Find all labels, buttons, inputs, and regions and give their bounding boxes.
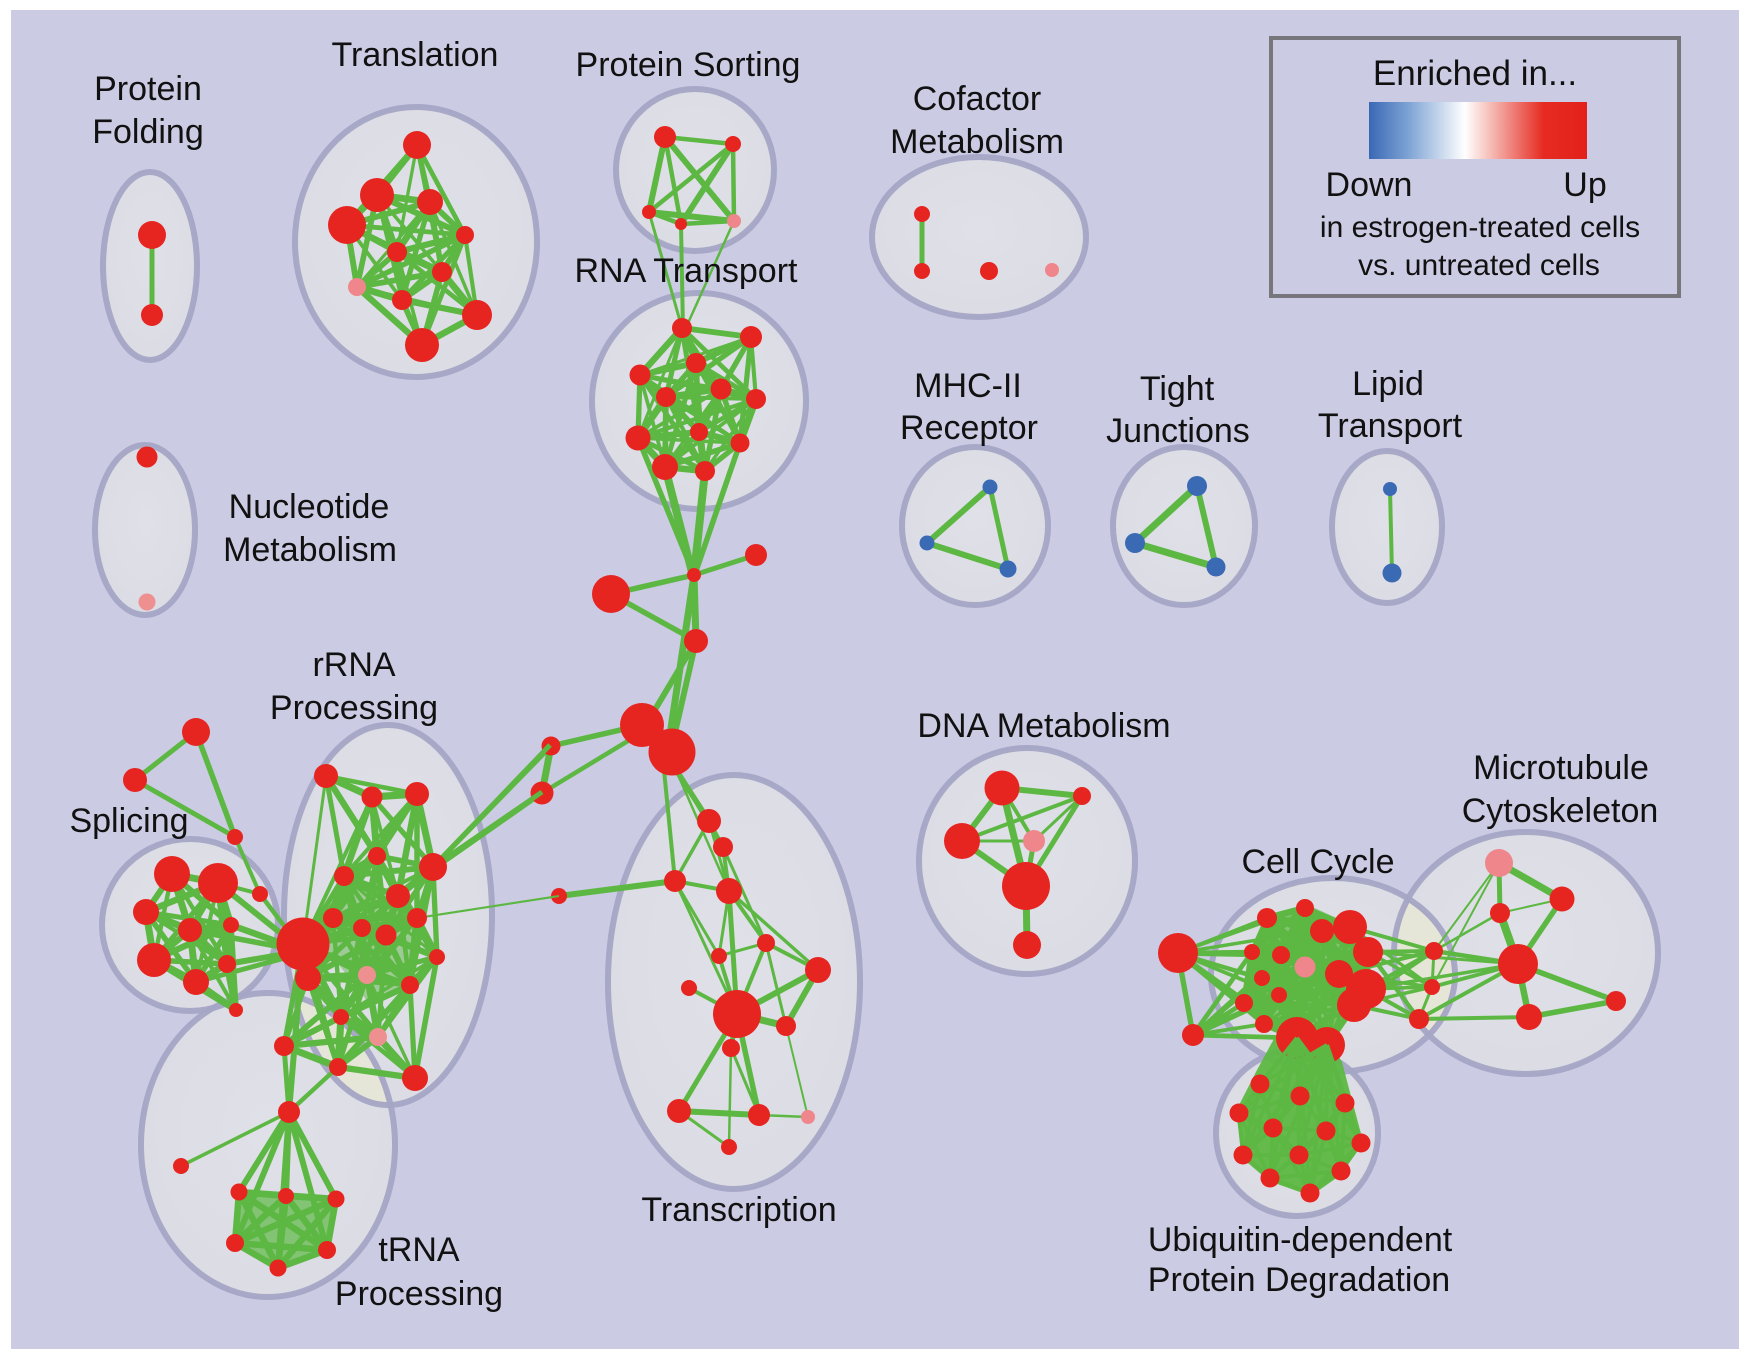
svg-text:RNA Transport: RNA Transport: [575, 252, 799, 290]
svg-text:Cell Cycle: Cell Cycle: [1241, 843, 1394, 881]
svg-text:Processing: Processing: [270, 689, 438, 727]
svg-text:Enriched in...: Enriched in...: [1373, 54, 1577, 93]
svg-text:Transcription: Transcription: [641, 1191, 836, 1229]
svg-text:Processing: Processing: [335, 1275, 503, 1313]
svg-text:Lipid: Lipid: [1352, 365, 1424, 403]
svg-text:DNA Metabolism: DNA Metabolism: [917, 707, 1170, 745]
svg-text:MHC-II: MHC-II: [914, 367, 1022, 405]
svg-text:Tight: Tight: [1140, 370, 1215, 408]
svg-text:Transport: Transport: [1318, 407, 1463, 445]
svg-text:Translation: Translation: [332, 36, 499, 74]
svg-text:Ubiquitin-dependent: Ubiquitin-dependent: [1148, 1221, 1453, 1259]
svg-text:rRNA: rRNA: [312, 646, 395, 684]
svg-text:in estrogen-treated cells: in estrogen-treated cells: [1320, 211, 1640, 244]
svg-text:Junctions: Junctions: [1106, 412, 1250, 450]
svg-text:Protein: Protein: [94, 70, 202, 108]
svg-text:Receptor: Receptor: [900, 409, 1038, 447]
svg-text:Splicing: Splicing: [69, 802, 188, 840]
svg-text:Down: Down: [1326, 166, 1413, 204]
svg-text:tRNA: tRNA: [378, 1231, 460, 1269]
svg-text:Folding: Folding: [92, 113, 204, 151]
svg-text:Microtubule: Microtubule: [1473, 749, 1649, 787]
svg-text:Protein Degradation: Protein Degradation: [1148, 1261, 1450, 1299]
svg-text:Protein Sorting: Protein Sorting: [576, 46, 801, 84]
svg-text:Metabolism: Metabolism: [890, 123, 1064, 161]
svg-text:Up: Up: [1563, 166, 1606, 204]
svg-text:Cofactor: Cofactor: [913, 80, 1042, 118]
svg-text:Nucleotide: Nucleotide: [229, 488, 390, 526]
svg-text:vs. untreated cells: vs. untreated cells: [1358, 249, 1600, 282]
svg-text:Metabolism: Metabolism: [223, 531, 397, 569]
svg-text:Cytoskeleton: Cytoskeleton: [1462, 792, 1659, 830]
